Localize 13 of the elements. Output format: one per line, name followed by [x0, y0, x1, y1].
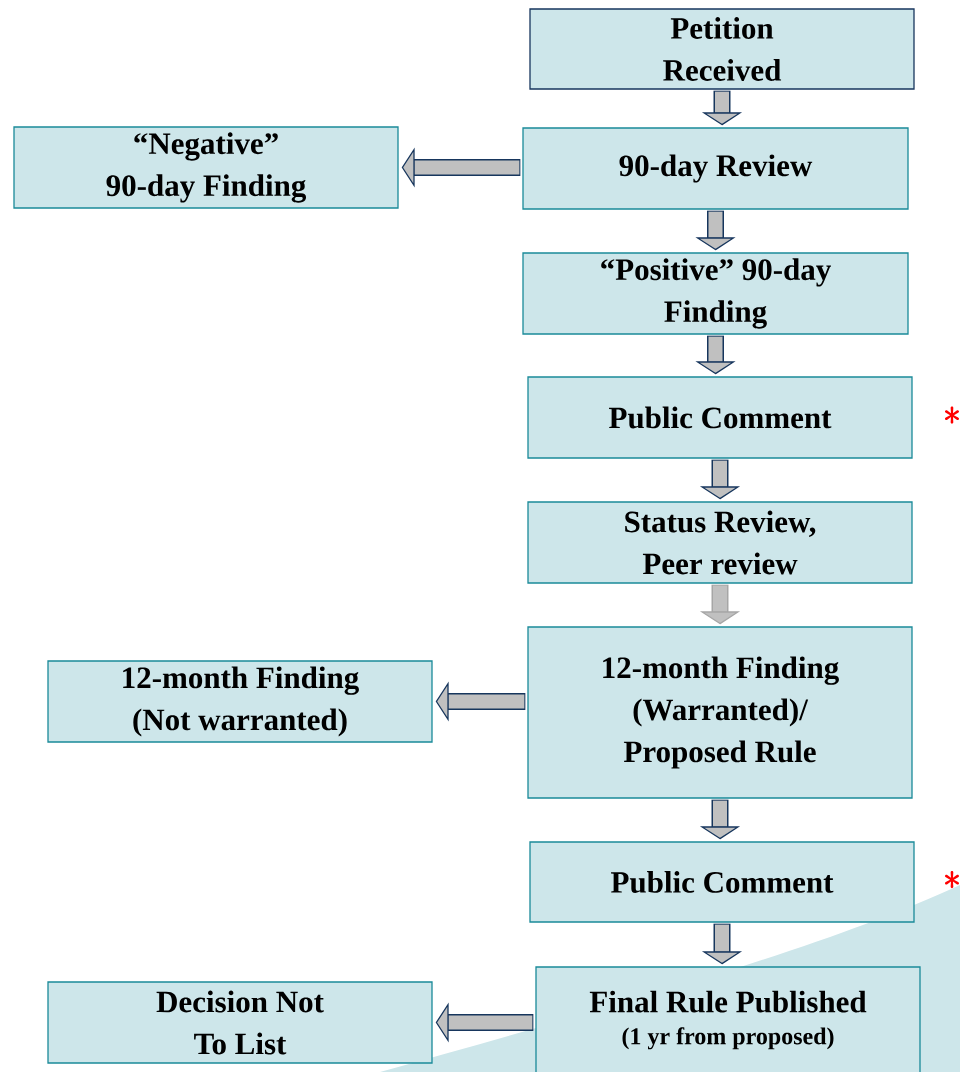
process-box: Petition Received: [529, 8, 915, 90]
asterisk: *: [944, 871, 959, 889]
process-box: Final Rule Published (1 yr from proposed): [535, 966, 921, 1072]
process-box: Status Review, Peer review: [527, 501, 913, 584]
process-box: “Positive” 90-day Finding: [522, 252, 909, 335]
process-box: 12-month Finding (Not warranted): [47, 660, 433, 743]
process-box: 90-day Review: [522, 127, 909, 210]
process-box: Decision Not To List: [47, 981, 433, 1064]
process-box: “Negative” 90-day Finding: [13, 126, 399, 209]
process-box: Public Comment: [527, 376, 913, 459]
process-box: Public Comment: [529, 841, 915, 923]
asterisk: *: [944, 406, 959, 424]
process-box: 12-month Finding (Warranted)/ Proposed Rule: [527, 626, 913, 799]
